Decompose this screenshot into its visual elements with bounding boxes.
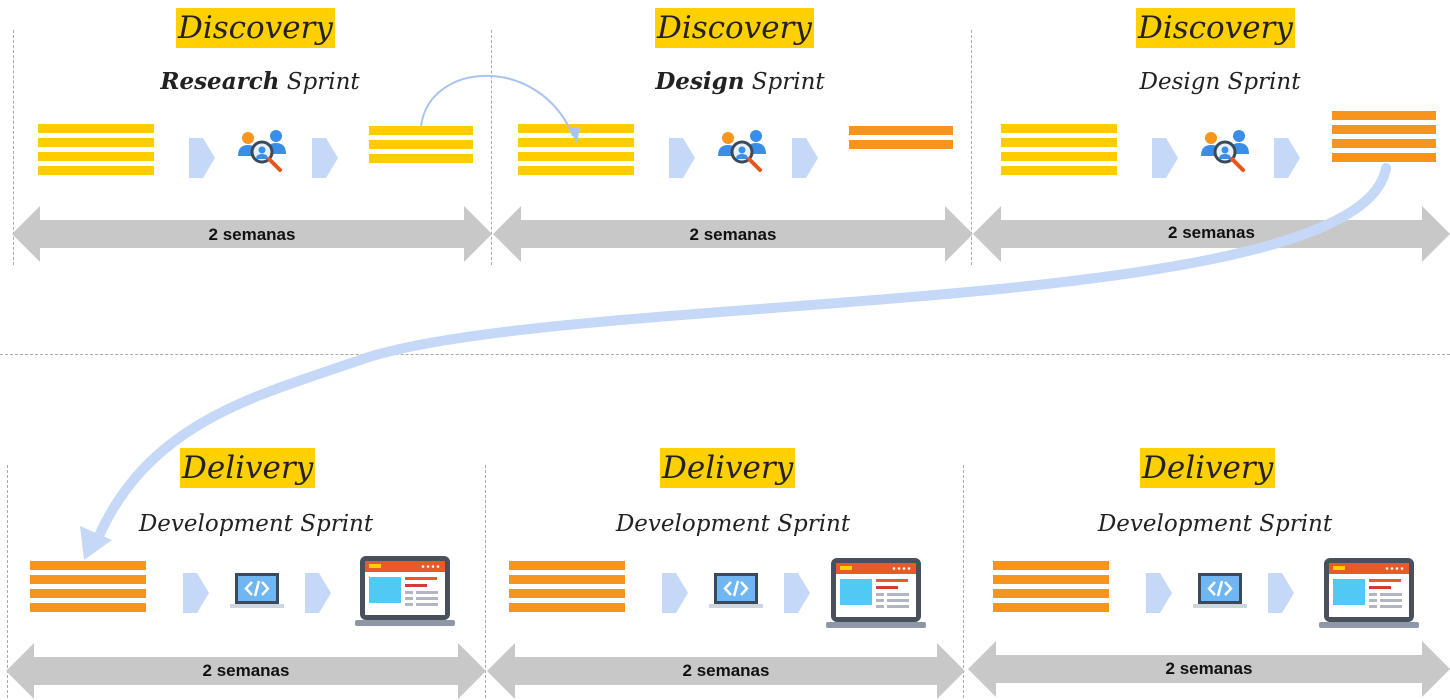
divider-top-1 [13, 30, 14, 265]
chevron-right-icon [784, 573, 810, 613]
duration-arrow [487, 643, 965, 699]
flow-arrow-thin [420, 74, 574, 137]
phase-title: Delivery [180, 448, 316, 488]
backlog-stack [38, 124, 154, 180]
divider-horizontal [0, 354, 1450, 355]
duration-arrow [968, 641, 1450, 697]
duration-label: 2 semanas [202, 661, 290, 680]
divider-bottom-1 [7, 465, 8, 698]
divider-top-3 [971, 30, 972, 265]
duration-arrow [12, 206, 492, 262]
backlog-stack [509, 561, 625, 617]
sprint-label: Design Sprint [1139, 69, 1301, 95]
chevron-right-icon [312, 138, 338, 178]
divider-top-2 [491, 30, 492, 265]
laptop-icon [355, 556, 455, 626]
duration-label: 2 semanas [682, 661, 770, 680]
duration-label: 2 semanas [689, 225, 777, 244]
backlog-stack [849, 126, 953, 154]
duration-arrow [6, 643, 486, 699]
research-icon [1201, 130, 1249, 172]
duration-arrow [493, 206, 973, 262]
phase-title: Delivery [660, 448, 796, 488]
sprint-label: Design Sprint [655, 68, 825, 95]
chevron-right-icon [662, 573, 688, 613]
backlog-stack [1332, 111, 1436, 167]
flow-arrow-thick [93, 163, 1391, 543]
backlog-stack [1001, 124, 1117, 180]
duration-label: 2 semanas [208, 225, 296, 244]
phase-title: Discovery [176, 8, 335, 48]
chevron-right-icon [1152, 138, 1178, 178]
phase-title: Discovery [655, 8, 814, 48]
flow-arrowhead-thin [569, 127, 580, 144]
laptop-icon [1319, 558, 1419, 628]
sprint-label: Development Sprint [1097, 511, 1333, 537]
laptop-icon [826, 558, 926, 628]
chevron-right-icon [305, 573, 331, 613]
chevron-right-icon [189, 138, 215, 178]
chevron-right-icon [1274, 138, 1300, 178]
sprint-label: Development Sprint [138, 511, 374, 537]
research-icon [718, 130, 766, 172]
sprint-label: Development Sprint [615, 511, 851, 537]
research-icon [238, 130, 286, 172]
backlog-stack [30, 561, 146, 617]
backlog-stack [369, 126, 473, 168]
phase-title: Delivery [1140, 448, 1276, 488]
code-icon [1193, 573, 1247, 608]
duration-label: 2 semanas [1165, 659, 1253, 678]
chevron-right-icon [792, 138, 818, 178]
divider-bottom-3 [963, 465, 964, 698]
flow-arrowhead-thick [80, 526, 112, 560]
duration-label: 2 semanas [1168, 223, 1255, 242]
chevron-right-icon [1146, 573, 1172, 613]
backlog-stack [993, 561, 1109, 617]
divider-bottom-2 [485, 465, 486, 698]
code-icon [230, 573, 284, 608]
phase-title: Discovery [1136, 8, 1295, 48]
chevron-right-icon [183, 573, 209, 613]
chevron-right-icon [1268, 573, 1294, 613]
chevron-right-icon [669, 138, 695, 178]
sprint-label: Research Sprint [160, 68, 360, 95]
code-icon [709, 573, 763, 608]
